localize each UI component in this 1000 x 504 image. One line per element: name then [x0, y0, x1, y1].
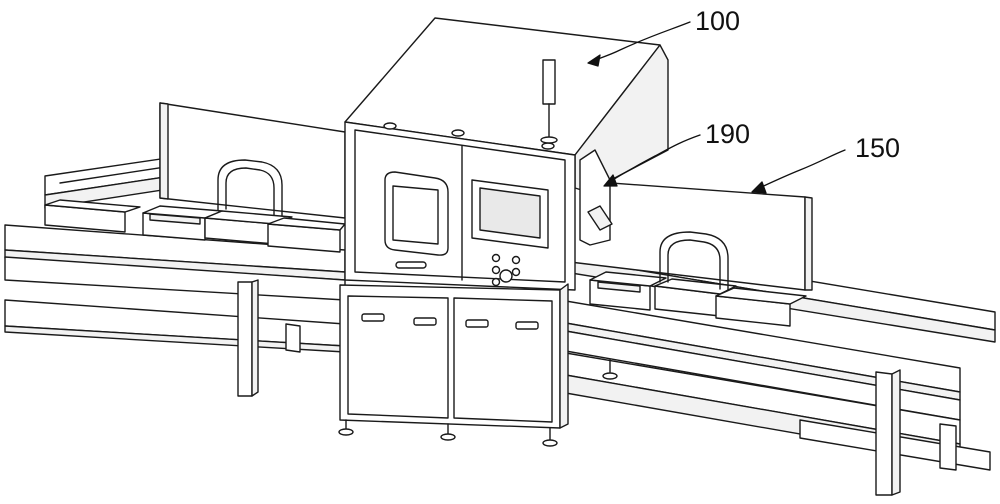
base-cabinet [340, 284, 568, 428]
control-screen [472, 180, 548, 248]
label-100: 100 [695, 6, 740, 36]
leader-150 [755, 150, 845, 190]
label-150: 150 [855, 133, 900, 163]
reference-numerals: 100 190 150 [695, 6, 900, 163]
arrow-150 [752, 182, 766, 193]
label-190: 190 [705, 119, 750, 149]
